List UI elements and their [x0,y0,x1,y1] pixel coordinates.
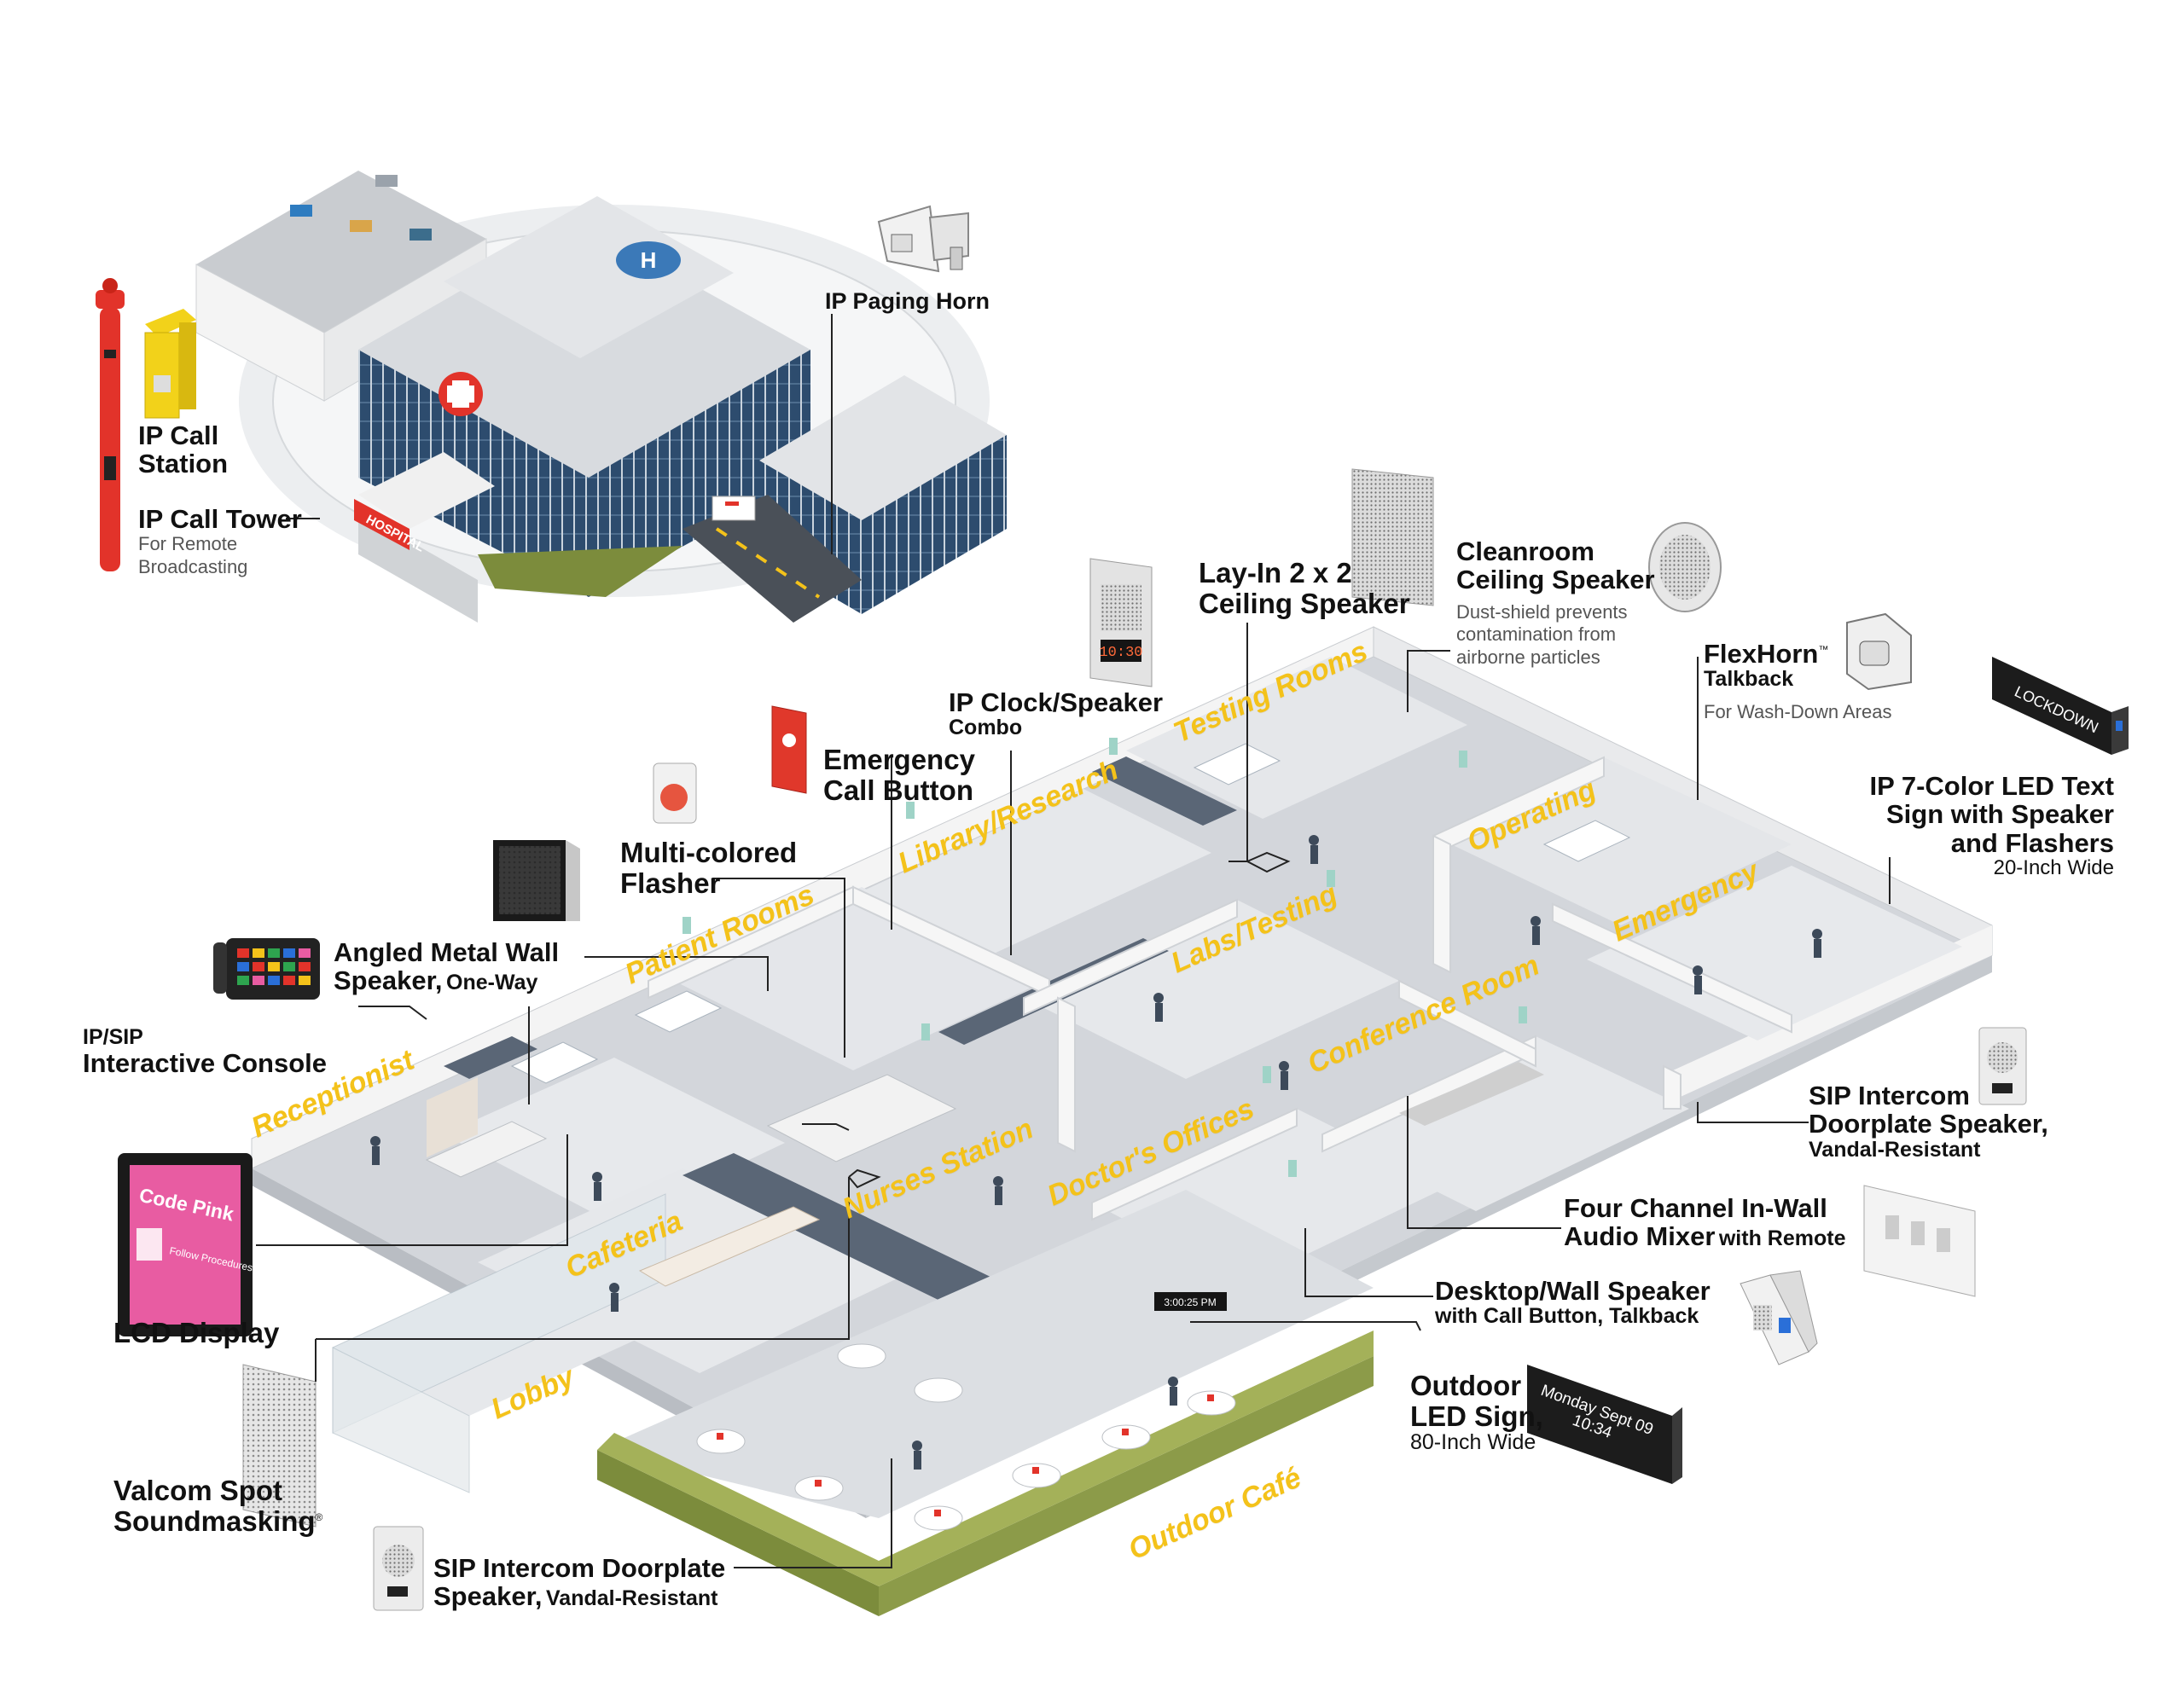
lcd-display-device: Code Pink Follow Procedures [118,1153,253,1336]
soundmasking-line1: Valcom Spot [113,1475,283,1506]
ip-call-tower-title: IP Call Tower [138,504,302,534]
sip-intercom-right-label: SIP Intercom Doorplate Speaker, Vandal-R… [1809,1081,2048,1162]
led-text-sign-line3: and Flashers [1950,827,2114,858]
ip-call-station-label: IP Call Station [138,421,228,478]
interactive-console-device [213,938,320,1000]
console-small: IP/SIP [83,1025,143,1049]
small-led-time: 3:00:25 PM [1164,1296,1216,1308]
angled-speaker-line2: Speaker, [334,965,443,996]
angled-wall-speaker-device [493,840,580,921]
ip-call-tower-label: IP Call Tower For Remote Broadcasting [138,505,302,578]
mixer-line1: Four Channel In-Wall [1564,1193,1827,1223]
flasher-line2: Flasher [620,867,721,899]
lockdown-led-sign-device: LOCKDOWN [1992,657,2129,755]
desktop-speaker-device [1740,1270,1818,1365]
ip-clock-label: IP Clock/Speaker Combo [949,688,1163,739]
interactive-console-label: IP/SIP Interactive Console [83,1025,327,1078]
mixer-sub: with Remote [1718,1226,1846,1251]
desktop-speaker-title: Desktop/Wall Speaker [1435,1276,1711,1306]
flexhorn-label: FlexHorn™ Talkback For Wash-Down Areas [1704,640,1891,724]
emergency-call-button-label: Emergency Call Button [823,745,975,805]
cleanroom-desc2: contamination from [1456,623,1617,646]
ip-call-tower-desc1: For Remote [138,533,238,555]
ip-paging-horn-label: IP Paging Horn [825,286,990,314]
emergency-call-button-device [771,705,807,794]
sip-intercom-right-device [1978,1027,2027,1105]
console-title: Interactive Console [83,1048,327,1078]
led-text-sign-line1: IP 7-Color LED Text [1869,771,2114,801]
flexhorn-device [1846,612,1912,691]
ip-call-station-line1: IP Call [138,420,219,450]
angled-speaker-line1: Angled Metal Wall [334,937,560,967]
lcd-display-label: LCD Display [113,1318,279,1348]
ip-paging-horn-device [877,205,969,273]
multi-colored-flasher-device [653,762,697,824]
cleanroom-desc1: Dust-shield prevents [1456,600,1628,623]
hospital-floor-plan [251,626,1993,1616]
cleanroom-speaker-label: Cleanroom Ceiling Speaker Dust-shield pr… [1456,537,1655,669]
sip-right-line2: Doorplate Speaker, [1809,1109,2048,1139]
sip-intercom-bottom-device [373,1526,424,1611]
clock-time: 10:30 [1099,645,1142,661]
svg-text:H: H [641,247,657,273]
mixer-label: Four Channel In-Wall Audio Mixer with Re… [1564,1194,1845,1251]
sip-right-sub: Vandal-Resistant [1809,1137,1981,1162]
ip-call-tower-desc2: Broadcasting [138,555,248,577]
ip-clock-speaker-device: 10:30 [1089,558,1153,687]
ip-paging-horn-text: IP Paging Horn [825,288,990,314]
soundmasking-label: Valcom Spot Soundmasking® [113,1475,322,1536]
small-led-sign-device: 3:00:25 PM [1154,1292,1227,1311]
sip-intercom-bottom-label: SIP Intercom Doorplate Speaker, Vandal-R… [433,1554,725,1611]
sip-bottom-line2: Speaker, [433,1581,543,1612]
led-text-sign-label: IP 7-Color LED Text Sign with Speaker an… [1792,772,2114,879]
outdoor-led-sign-label: Outdoor LED Sign, 80-Inch Wide [1410,1371,1543,1454]
emergency-button-line1: Emergency [823,744,975,775]
soundmasking-device [242,1364,317,1528]
cleanroom-desc3: airborne particles [1456,646,1600,668]
layin-speaker-device [1351,468,1434,606]
outdoor-led-line1: Outdoor [1410,1370,1522,1401]
layin-speaker-label: Lay-In 2 x 2 Ceiling Speaker [1199,558,1410,618]
outdoor-led-line2: LED Sign, [1410,1400,1543,1432]
ip-call-tower-device [96,278,125,571]
cleanroom-title2: Ceiling Speaker [1456,565,1655,595]
led-text-sign-line2: Sign with Speaker [1885,799,2114,830]
layin-title2: Ceiling Speaker [1199,587,1410,619]
callout-leader-lines [256,314,1891,1568]
soundmasking-line2: Soundmasking [113,1504,316,1537]
cleanroom-title1: Cleanroom [1456,536,1594,566]
sip-right-line1: SIP Intercom [1809,1081,1970,1110]
lcd-display-title: LCD Display [113,1317,280,1348]
outdoor-led-sign-device: Monday Sept 09 10:34 [1527,1365,1682,1484]
layin-title1: Lay-In 2 x 2 [1199,557,1352,588]
desktop-speaker-label: Desktop/Wall Speaker with Call Button, T… [1435,1277,1711,1328]
ip-clock-title: IP Clock/Speaker [949,687,1164,717]
sip-bottom-line1: SIP Intercom Doorplate [433,1553,726,1583]
led-text-sign-sub: 20-Inch Wide [1993,856,2114,880]
outdoor-led-sub: 80-Inch Wide [1410,1430,1536,1455]
ip-call-station-line2: Station [138,449,229,479]
angled-wall-speaker-label: Angled Metal Wall Speaker, One-Way [334,938,559,995]
cleanroom-speaker-device [1648,522,1722,612]
emergency-button-line2: Call Button [823,774,973,806]
sip-bottom-sub: Vandal-Resistant [546,1586,718,1611]
flexhorn-desc: For Wash-Down Areas [1704,701,1892,723]
multi-colored-flasher-label: Multi-colored Flasher [620,838,797,898]
flexhorn-sub: Talkback [1704,667,1794,692]
mixer-line2: Audio Mixer [1564,1221,1716,1252]
four-channel-mixer-device [1863,1185,1976,1297]
angled-speaker-sub: One-Way [446,971,538,995]
soundmasking-registered: ® [315,1510,323,1523]
desktop-speaker-sub: with Call Button, Talkback [1435,1304,1699,1329]
flexhorn-title: FlexHorn [1704,639,1819,669]
ip-clock-sub: Combo [949,716,1023,740]
ip-call-station-device [144,309,196,419]
flasher-line1: Multi-colored [620,837,798,868]
hospital-building: H HOSPITAL [195,171,1007,623]
flexhorn-trademark: ™ [1818,643,1829,656]
